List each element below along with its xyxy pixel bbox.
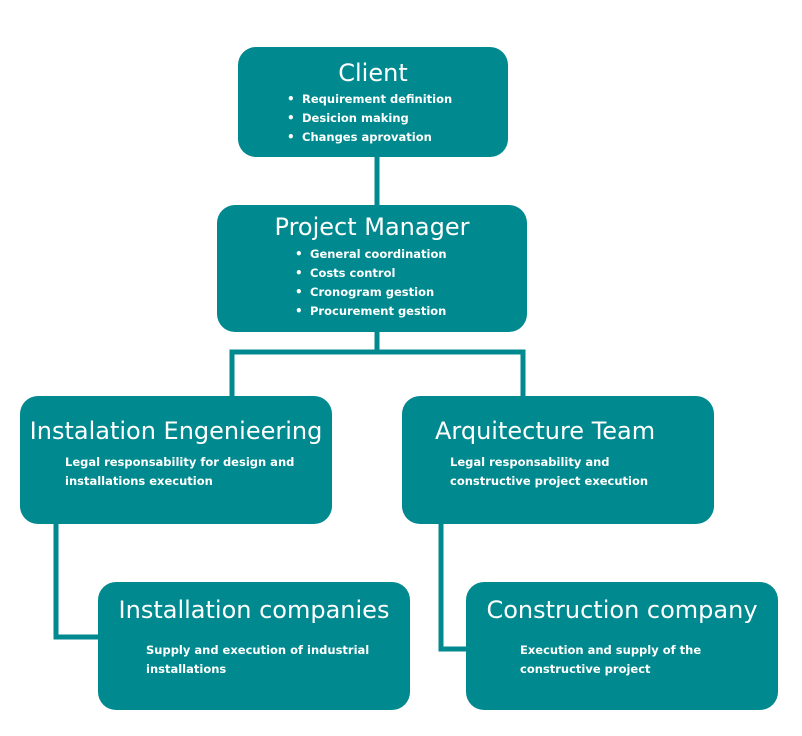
installation-companies-title: Installation companies	[118, 596, 390, 624]
installation-companies-description: Supply and execution of industrial insta…	[146, 643, 370, 676]
project-manager-responsibilities: General coordination Costs control Crono…	[295, 245, 527, 321]
list-item: Procurement gestion	[295, 302, 527, 321]
architecture-team-description: Legal responsability and constructive pr…	[450, 455, 649, 488]
construction-company-node: Construction company Execution and suppl…	[466, 582, 778, 710]
installation-companies-node: Installation companies Supply and execut…	[98, 582, 410, 710]
architecture-team-node: Arquitecture Team Legal responsability a…	[402, 396, 714, 524]
project-manager-title: Project Manager	[274, 213, 470, 241]
client-node: Client Requirement definition Desicion m…	[238, 47, 508, 157]
connector-project-manager-installation-engineering	[229, 331, 380, 398]
client-title: Client	[338, 59, 408, 87]
installation-engineering-description: Legal responsability for design and inst…	[65, 455, 295, 488]
connector-project-manager-architecture-team	[377, 349, 526, 398]
list-item: Desicion making	[287, 109, 508, 128]
construction-company-title: Construction company	[486, 596, 758, 624]
list-item: Requirement definition	[287, 90, 508, 109]
architecture-team-title: Arquitecture Team	[435, 417, 656, 445]
connector-architecture-team-construction-company	[438, 522, 469, 652]
construction-company-description: Execution and supply of the constructive…	[520, 643, 702, 676]
list-item: Changes aprovation	[287, 128, 508, 147]
list-item: Cronogram gestion	[295, 283, 527, 302]
connector-installation-engineering-installation-companies	[53, 522, 100, 640]
installation-engineering-title: Instalation Engenieering	[29, 417, 323, 445]
client-responsibilities: Requirement definition Desicion making C…	[287, 90, 508, 147]
installation-engineering-node: Instalation Engenieering Legal responsab…	[20, 396, 332, 524]
list-item: General coordination	[295, 245, 527, 264]
project-manager-node: Project Manager General coordination Cos…	[217, 205, 527, 332]
list-item: Costs control	[295, 264, 527, 283]
